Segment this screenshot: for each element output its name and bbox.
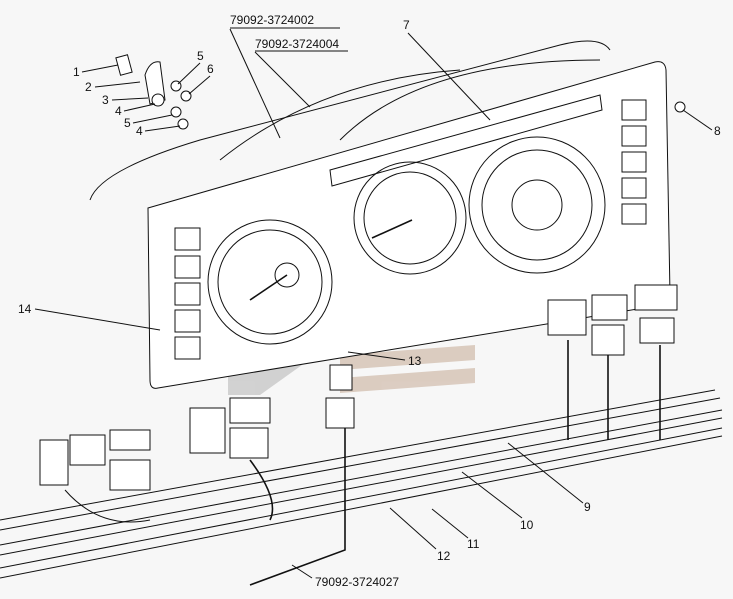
wire-harness: [0, 389, 723, 586]
callout-3: 3: [102, 93, 109, 107]
callout-9: 9: [584, 500, 591, 514]
right-switch-column: [621, 99, 647, 225]
callout-4a: 4: [115, 104, 122, 118]
callout-7: 7: [403, 18, 410, 32]
callout-12: 12: [437, 549, 451, 563]
left-switch-column: [174, 227, 201, 360]
callout-11: 11: [467, 537, 480, 551]
callout-2: 2: [85, 80, 92, 94]
part-number-bottom: 79092-3724027: [315, 575, 399, 589]
mounting-hardware: [115, 54, 686, 130]
part-number-labels: 79092-3724002 79092-3724004 79092-372402…: [229, 13, 399, 589]
callout-14: 14: [18, 302, 32, 316]
callout-13: 13: [408, 354, 422, 368]
callout-5b: 5: [197, 49, 204, 63]
instrument-panel: [89, 40, 671, 389]
callout-labels: 1 2 3 4 5 4 5 6 7 8 9 10 11 12 13 14: [18, 18, 721, 563]
part-number-top-2: 79092-3724004: [255, 37, 339, 51]
tachometer-gauge: [353, 161, 467, 275]
callout-6: 6: [207, 62, 214, 76]
callout-5a: 5: [124, 116, 131, 130]
bulb-part: [674, 101, 686, 113]
callout-10: 10: [520, 518, 534, 532]
speedometer-gauge: [207, 219, 333, 345]
connectors: [39, 284, 678, 523]
part-number-top-1: 79092-3724002: [230, 13, 314, 27]
callout-1: 1: [73, 65, 80, 79]
callout-4b: 4: [136, 124, 143, 138]
combination-gauge: [468, 136, 606, 274]
callout-8: 8: [714, 124, 721, 138]
indicator-lamp-strip: [329, 94, 603, 187]
